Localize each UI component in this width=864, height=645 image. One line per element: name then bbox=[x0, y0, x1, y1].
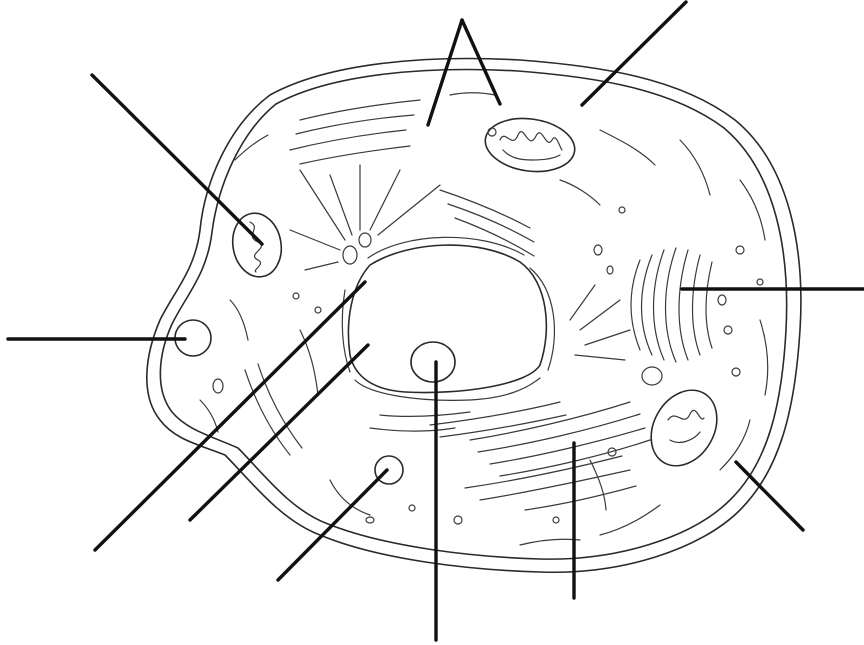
centrosome bbox=[290, 165, 630, 360]
nucleolus bbox=[411, 342, 455, 382]
cytoplasm-texture bbox=[200, 93, 768, 545]
leader-line-top-left bbox=[92, 75, 262, 244]
mitochondrion-top bbox=[482, 113, 578, 177]
vesicles-small bbox=[213, 128, 763, 524]
mitochondrion-right bbox=[638, 378, 730, 477]
rough-er bbox=[370, 402, 650, 510]
leader-line-nucleus bbox=[190, 345, 368, 520]
leader-line-vesicle bbox=[278, 470, 387, 580]
label-leader-lines bbox=[8, 2, 864, 640]
golgi-apparatus bbox=[631, 248, 732, 385]
leader-line-top-center-a bbox=[428, 20, 462, 125]
leader-line-nuclear-envelope bbox=[95, 282, 365, 550]
leader-line-cytoplasm bbox=[736, 462, 803, 530]
leader-line-top-center-b bbox=[462, 20, 500, 104]
leader-line-top-right bbox=[582, 2, 686, 105]
cell-membrane bbox=[147, 59, 801, 573]
